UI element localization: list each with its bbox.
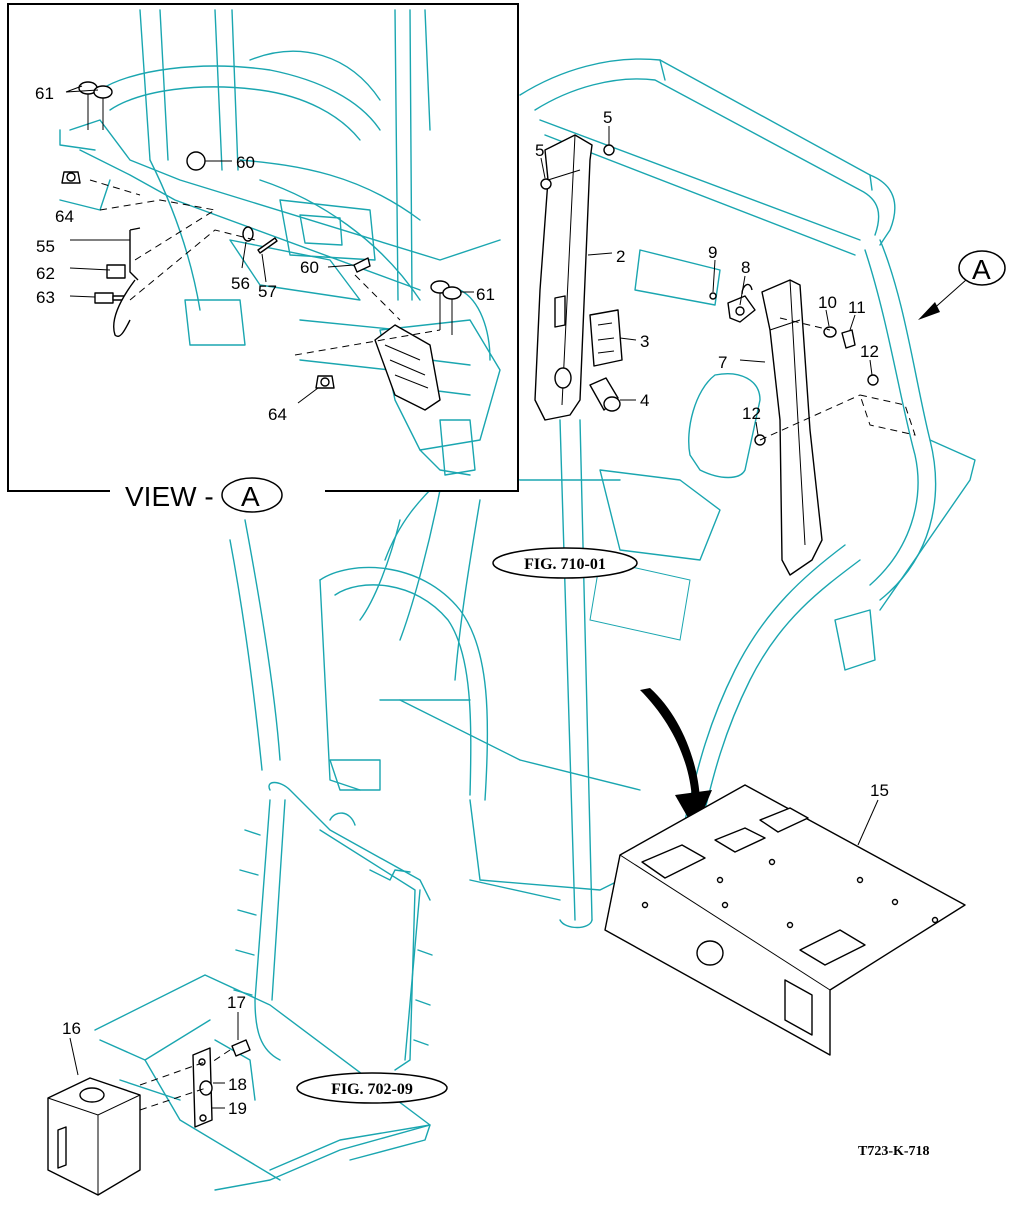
part-label-17: 17	[227, 993, 246, 1012]
part-label-18: 18	[228, 1075, 247, 1094]
part-label-9: 9	[708, 243, 717, 262]
part-label-3: 3	[640, 332, 649, 351]
part-label-12-right: 12	[860, 342, 879, 361]
tank-parts	[47, 1012, 251, 1196]
rear-post-parts	[709, 259, 916, 576]
view-letter: A	[241, 481, 260, 512]
drawing-code: T723-K-718	[858, 1144, 930, 1159]
part-label-16: 16	[62, 1019, 81, 1038]
part-label-64-top: 64	[55, 207, 74, 226]
part-label-19: 19	[228, 1099, 247, 1118]
part-label-64-bottom: 64	[268, 405, 287, 424]
curved-arrow	[640, 688, 712, 830]
part-label-2: 2	[616, 247, 625, 266]
part-label-4: 4	[640, 391, 649, 410]
part-label-15: 15	[870, 781, 889, 800]
callout-letter: A	[972, 254, 991, 285]
part-label-12-left: 12	[742, 404, 761, 423]
part-label-10: 10	[818, 293, 837, 312]
part-label-5-left: 5	[535, 141, 544, 160]
part-label-62: 62	[36, 264, 55, 283]
part-number-labels: 61 60 64 55 62 63 56 57 60 61 64 5 5 2 3…	[35, 84, 889, 1118]
part-label-56: 56	[231, 274, 250, 293]
cab-frame	[94, 58, 976, 1191]
reference-labels: VIEW - A A FIG. 710-01 FIG. 702-09 T723-…	[125, 254, 991, 1159]
floor-plate	[604, 784, 966, 1056]
part-label-57: 57	[258, 282, 277, 301]
view-label: VIEW -	[125, 481, 214, 512]
part-label-8: 8	[741, 258, 750, 277]
part-label-61-top: 61	[35, 84, 54, 103]
fig-references	[296, 547, 638, 1104]
fig-ref-710-01: FIG. 710-01	[524, 556, 606, 573]
inset-view-a	[7, 3, 519, 513]
part-label-60-top: 60	[236, 153, 255, 172]
fig-ref-702-09: FIG. 702-09	[331, 1081, 413, 1098]
callout-a	[918, 250, 1006, 320]
corner-post-parts	[534, 126, 637, 421]
part-label-60-bottom: 60	[300, 258, 319, 277]
part-label-55: 55	[36, 237, 55, 256]
part-label-61-bottom: 61	[476, 285, 495, 304]
part-label-63: 63	[36, 288, 55, 307]
part-label-5-right: 5	[603, 108, 612, 127]
part-label-7: 7	[718, 353, 727, 372]
part-label-11: 11	[848, 298, 866, 317]
